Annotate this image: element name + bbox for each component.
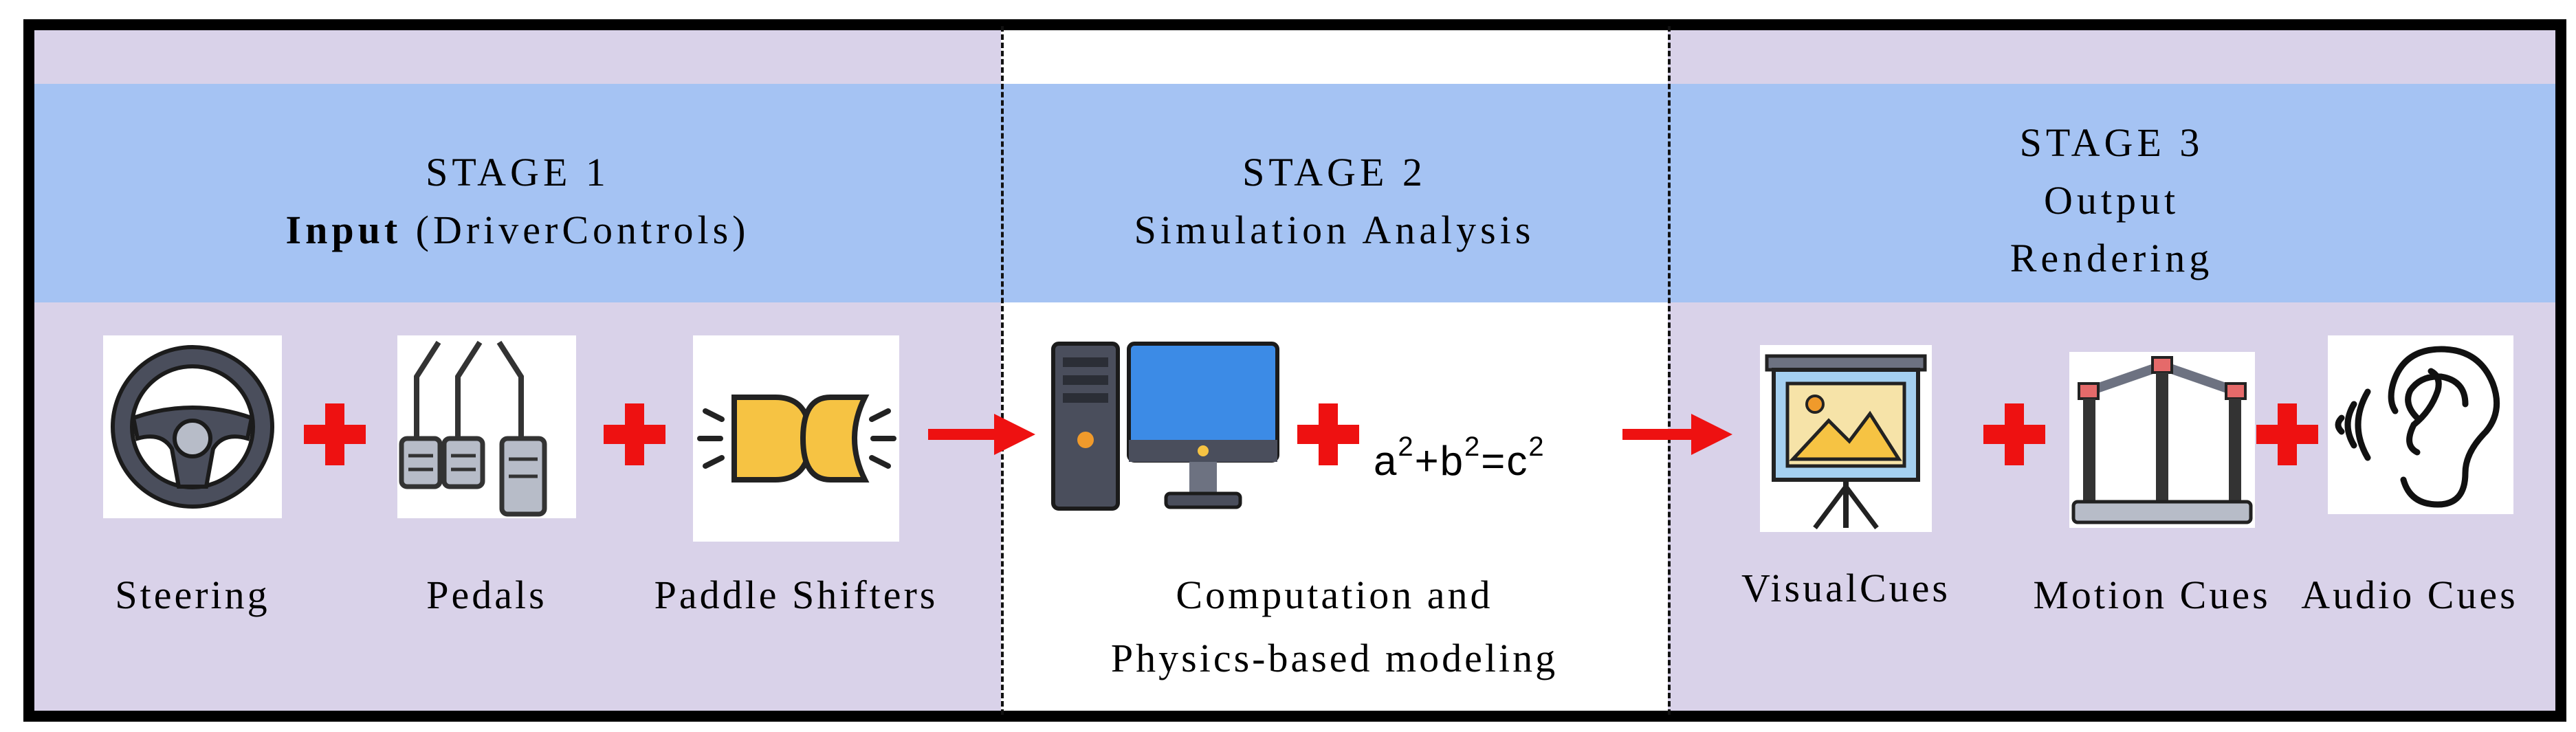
formula-exp-c: 2 — [1528, 432, 1545, 462]
projector-screen-icon — [1760, 345, 1932, 532]
stage-3-heading: STAGE 3 — [2019, 120, 2204, 165]
stage-divider-1 — [1001, 26, 1004, 715]
stage-1-subtitle: Input (DriverControls) — [34, 201, 1001, 259]
diagram-frame: STAGE 1 Input (DriverControls) STAGE 2 S… — [23, 19, 2566, 722]
formula-c: =c — [1481, 438, 1529, 484]
stage-3-subtitle-line2: Rendering — [2010, 236, 2214, 280]
audio-cues-label: Audio Cues — [2301, 573, 2518, 617]
formula-exp-a: 2 — [1398, 432, 1415, 462]
stage-1-title: STAGE 1 Input (DriverControls) — [34, 144, 1001, 259]
computation-label-line1: Computation and — [1176, 573, 1493, 617]
stage-1-heading: STAGE 1 — [426, 150, 610, 195]
stage-1-subtitle-bold: Input — [285, 208, 402, 252]
steering-wheel-icon — [103, 335, 282, 518]
motion-platform-icon — [2069, 352, 2255, 528]
paddle-shifters-icon — [693, 335, 899, 542]
formula-b: +b — [1414, 438, 1465, 484]
stage-3-title: STAGE 3 Output Rendering — [1668, 114, 2555, 287]
motion-cues-label: Motion Cues — [2033, 573, 2271, 617]
plus-operator-2 — [604, 403, 665, 465]
stage-2-heading: STAGE 2 — [1242, 150, 1427, 195]
computation-label-line2: Physics-based modeling — [1110, 636, 1559, 680]
stage-2-subtitle: Simulation Analysis — [1134, 208, 1535, 252]
header-band — [34, 84, 2555, 302]
stage-divider-2 — [1668, 26, 1671, 715]
arrow-stage2-to-stage3 — [1622, 414, 1732, 455]
pedals-icon — [397, 335, 576, 518]
arrow-stage1-to-stage2 — [928, 414, 1035, 455]
plus-operator-3 — [1297, 403, 1359, 465]
stage-2-title: STAGE 2 Simulation Analysis — [1001, 144, 1668, 259]
pythagorean-formula: a2+b2=c2 — [1374, 433, 1545, 485]
plus-operator-5 — [2256, 403, 2318, 465]
formula-a: a — [1374, 438, 1398, 484]
paddle-shifters-label: Paddle Shifters — [654, 573, 938, 617]
plus-operator-1 — [304, 403, 366, 465]
stage-3-subtitle-line1: Output — [2043, 178, 2180, 223]
plus-operator-4 — [1983, 403, 2045, 465]
stage-1-subtitle-rest: (DriverControls) — [415, 208, 750, 252]
formula-exp-b: 2 — [1464, 432, 1482, 462]
computer-icon — [1049, 337, 1283, 515]
steering-label: Steering — [115, 573, 270, 617]
ear-sound-icon — [2328, 335, 2513, 514]
visual-cues-label: VisualCues — [1741, 566, 1950, 610]
pedals-label: Pedals — [426, 573, 547, 617]
